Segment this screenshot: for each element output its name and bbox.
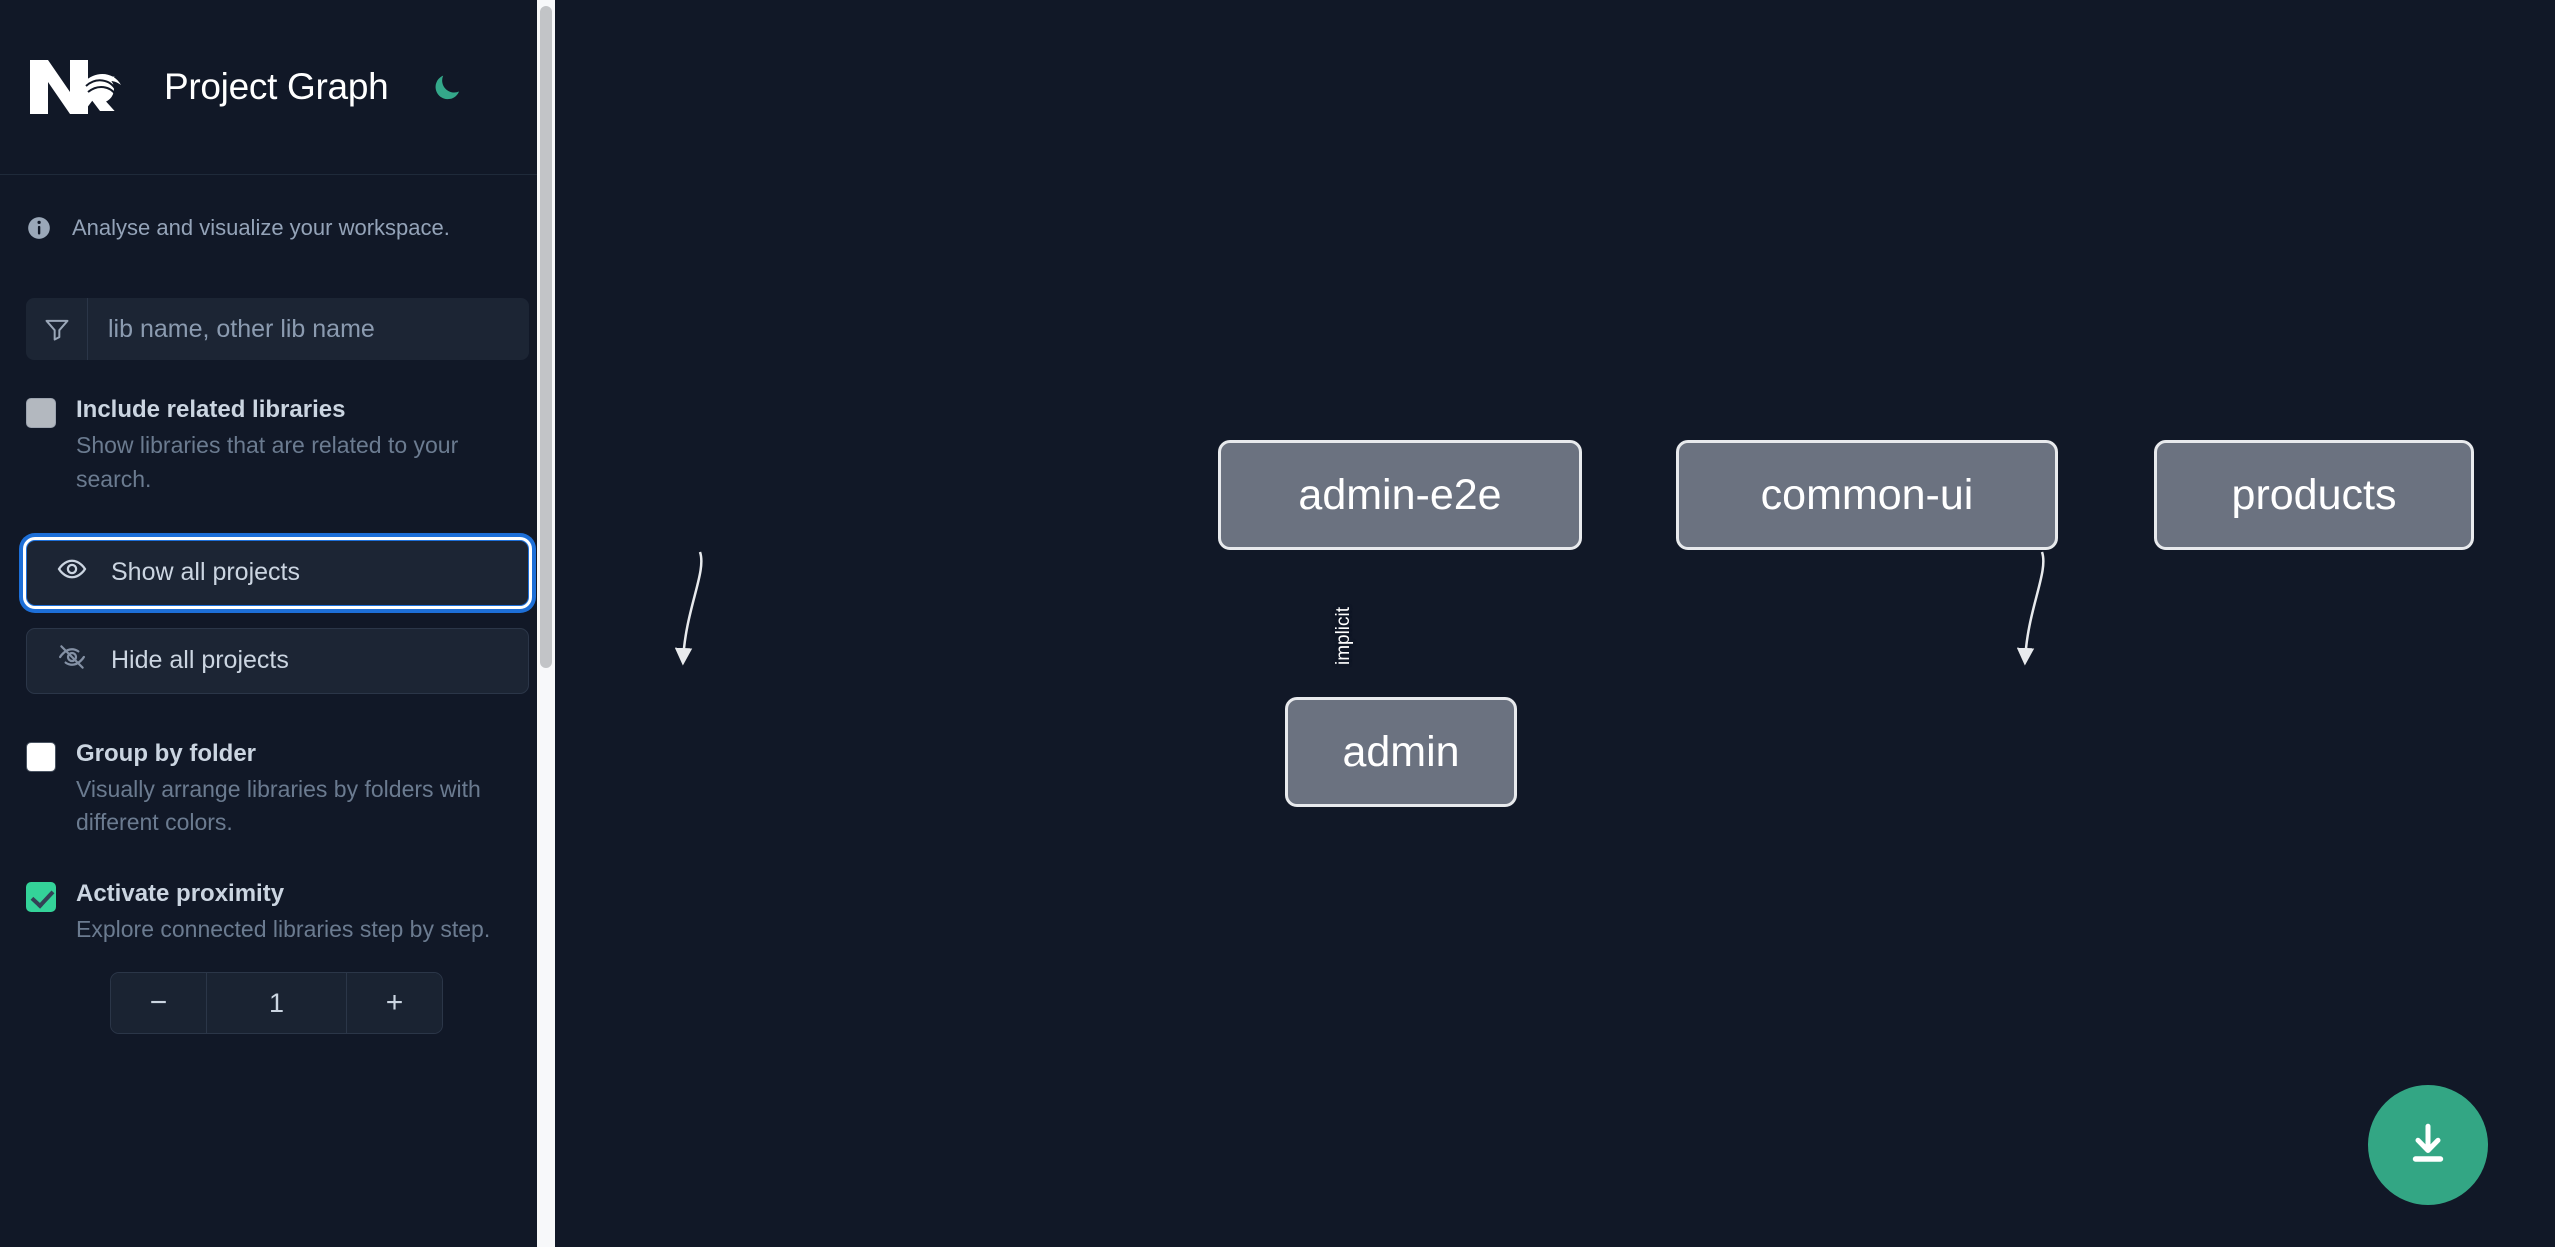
edge-admin-e2e-to-admin [674, 551, 703, 666]
option-description: Explore connected libraries step by step… [76, 915, 491, 942]
download-icon [2403, 1119, 2453, 1172]
option-text: Group by folder Visually arrange librari… [76, 738, 496, 840]
option-group-by-folder[interactable]: Group by folder Visually arrange librari… [0, 738, 555, 840]
sidebar-header: Project Graph [0, 0, 555, 175]
info-icon [26, 215, 52, 241]
eye-off-icon [57, 642, 87, 679]
filter-icon [26, 298, 88, 360]
search-box[interactable] [26, 298, 529, 360]
graph-edges [674, 551, 2045, 666]
option-description: Show libraries that are related to your … [76, 432, 459, 492]
option-label: Group by folder [76, 739, 256, 767]
option-text: Include related libraries Show libraries… [76, 394, 496, 496]
eye-icon [57, 554, 87, 591]
graph-canvas[interactable]: admin-e2e common-ui products store-e2e a… [555, 0, 2555, 1247]
checkbox-group-by-folder[interactable] [26, 741, 56, 772]
proximity-stepper[interactable]: − 1 + [110, 972, 443, 1035]
graph-node-admin[interactable]: admin [1285, 697, 1517, 807]
show-all-projects-label: Show all projects [111, 558, 300, 587]
sidebar-scrollbar[interactable] [537, 0, 555, 1247]
node-label: common-ui [1760, 470, 1974, 519]
sidebar-scrollbar-thumb[interactable] [540, 6, 552, 668]
option-description: Visually arrange libraries by folders wi… [76, 776, 481, 836]
node-label: admin-e2e [1298, 470, 1502, 519]
checkbox-activate-proximity[interactable] [26, 881, 56, 912]
graph-node-admin-e2e[interactable]: admin-e2e [1218, 440, 1582, 550]
node-label: admin [1342, 727, 1460, 776]
graph-node-products[interactable]: products [2154, 440, 2474, 550]
option-label: Include related libraries [76, 396, 346, 423]
option-text: Activate proximity Explore connected lib… [76, 878, 490, 947]
option-activate-proximity[interactable]: Activate proximity Explore connected lib… [0, 878, 555, 947]
option-label: Activate proximity [76, 879, 285, 907]
sidebar: Project Graph Analyse and visualize your… [0, 0, 555, 1247]
proximity-increment-button[interactable]: + [346, 973, 442, 1034]
proximity-value: 1 [207, 973, 346, 1034]
hide-all-projects-button[interactable]: Hide all projects [26, 627, 529, 694]
graph-node-common-ui[interactable]: common-ui [1676, 440, 2058, 550]
hide-all-projects-label: Hide all projects [111, 646, 289, 675]
tagline-text: Analyse and visualize your workspace. [72, 214, 450, 240]
search-input[interactable] [88, 298, 529, 360]
download-graph-button[interactable] [2368, 1085, 2488, 1205]
page-title: Project Graph [164, 66, 389, 107]
checkbox-include-related-libraries[interactable] [26, 398, 56, 428]
show-all-projects-button[interactable]: Show all projects [23, 536, 532, 609]
node-label: products [2231, 470, 2397, 519]
workspace-tagline: Analyse and visualize your workspace. [0, 175, 555, 280]
moon-icon[interactable] [426, 66, 468, 108]
proximity-decrement-button[interactable]: − [111, 973, 207, 1034]
option-include-related-libraries[interactable]: Include related libraries Show libraries… [0, 394, 555, 496]
edge-store-e2e-to-store [2016, 551, 2045, 666]
edge-label-admin-e2e-to-admin: implicit [1333, 606, 1355, 666]
nx-logo-icon [26, 56, 126, 118]
